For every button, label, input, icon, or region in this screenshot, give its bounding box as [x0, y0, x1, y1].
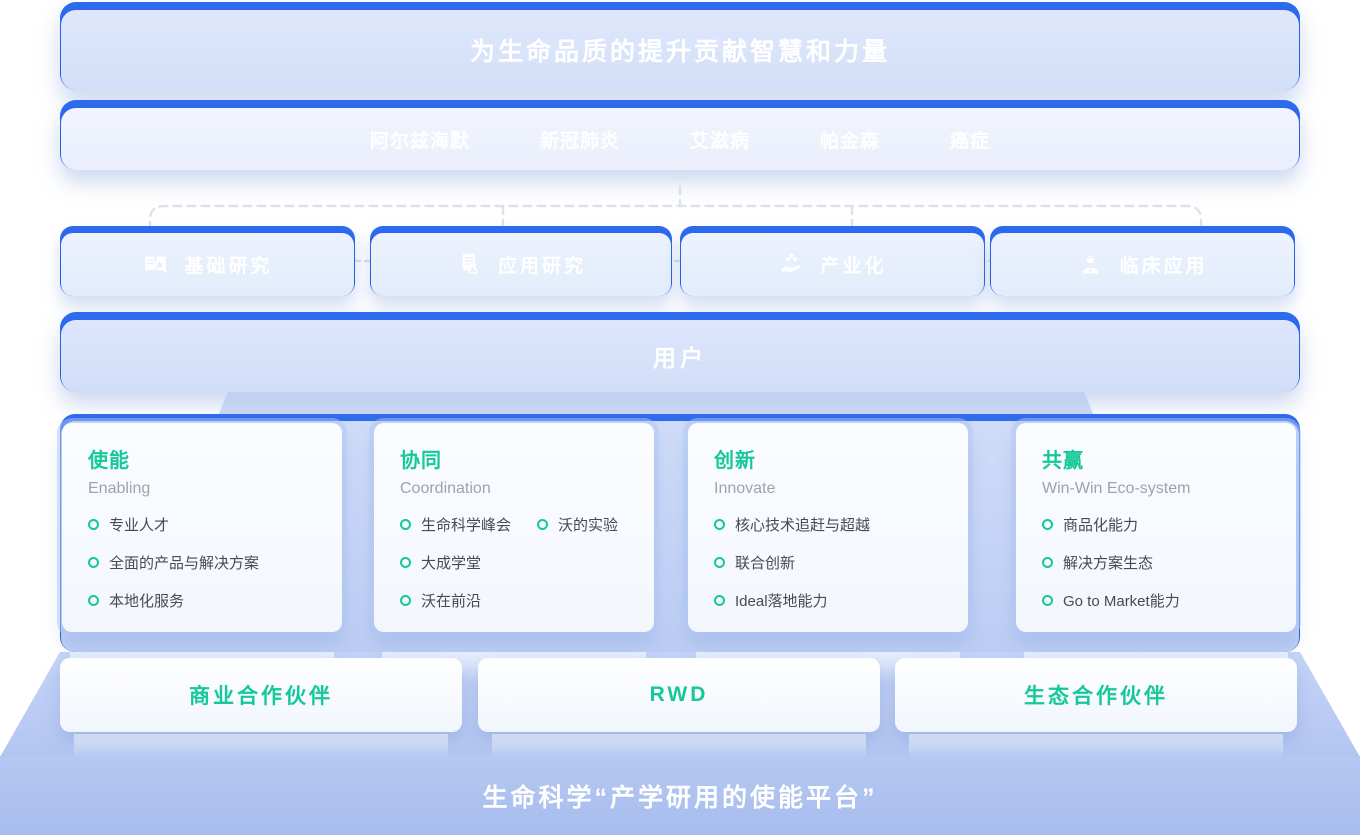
stage-box-industrialization: 产业化	[680, 226, 985, 296]
bullet-dot-icon	[714, 557, 725, 568]
bullet-item: 商品化能力	[1042, 514, 1138, 535]
card-title: 共赢	[1042, 450, 1084, 472]
card-win-win: 共赢 Win-Win Eco-system 商品化能力 解决方案生态 Go to…	[1016, 423, 1296, 632]
platform-neck	[218, 392, 1094, 416]
users-banner: 用户	[60, 312, 1300, 392]
bullet-item: 本地化服务	[88, 590, 184, 611]
card-coordination: 协同 Coordination 生命科学峰会 沃的实验 大成学堂 沃在前沿	[374, 423, 654, 632]
bullet-dot-icon	[714, 519, 725, 530]
disease-label-alzheimer: 阿尔兹海默	[369, 130, 470, 152]
stage-label: 临床应用	[1119, 256, 1208, 277]
card-innovate: 创新 Innovate 核心技术追赶与超越 联合创新 Ideal落地能力	[688, 423, 968, 632]
stage-label: 产业化	[820, 256, 887, 277]
stage-box-applied-research: 应用研究	[370, 226, 672, 296]
stage-box-clinical-application: 临床应用	[990, 226, 1295, 296]
card-title: 创新	[714, 450, 756, 472]
bullet-dot-icon	[714, 595, 725, 606]
bullet-dot-icon	[1042, 595, 1053, 606]
card-title: 协同	[400, 450, 442, 472]
book-search-icon	[145, 256, 167, 273]
mission-title: 为生命品质的提升贡献智慧和力量	[469, 38, 890, 66]
platform-base-title: 生命科学“产学研用的使能平台”	[482, 783, 878, 812]
hand-offering-icon	[781, 253, 801, 273]
bullet-dot-icon	[537, 519, 549, 530]
platform-base-banner: 生命科学“产学研用的使能平台”	[0, 756, 1360, 835]
disease-label-cancer: 癌症	[950, 130, 991, 152]
bullet-item: 生命科学峰会	[400, 514, 511, 535]
mission-banner: 为生命品质的提升贡献智慧和力量	[60, 2, 1300, 90]
bullet-item: Ideal落地能力	[714, 590, 828, 611]
partner-reflection	[74, 734, 448, 758]
partner-box-ecosystem: 生态合作伙伴	[895, 658, 1297, 732]
partner-label: 生态合作伙伴	[1024, 685, 1168, 708]
bullet-item: 沃的实验	[537, 514, 618, 535]
partner-box-rwd: RWD	[478, 658, 880, 732]
card-enabling: 使能 Enabling 专业人才 全面的产品与解决方案 本地化服务	[62, 423, 342, 632]
partner-box-business: 商业合作伙伴	[60, 658, 462, 732]
doctor-icon	[1083, 255, 1099, 274]
partner-reflection	[909, 734, 1283, 758]
bullet-item: 大成学堂	[400, 552, 481, 573]
bullet-dot-icon	[1042, 519, 1053, 530]
bullet-item: 沃在前沿	[400, 590, 481, 611]
bullet-item: 解决方案生态	[1042, 552, 1153, 573]
card-subtitle: Innovate	[714, 480, 776, 497]
bullet-dot-icon	[400, 519, 411, 530]
bullet-item: 全面的产品与解决方案	[88, 552, 259, 573]
bullet-item: Go to Market能力	[1042, 590, 1180, 611]
stage-label: 基础研究	[184, 256, 273, 277]
document-flask-icon	[462, 253, 478, 274]
disease-label-parkinson: 帕金森	[820, 130, 881, 152]
bullet-item: 联合创新	[714, 552, 795, 573]
bullet-item: 专业人才	[88, 514, 169, 535]
bullet-dot-icon	[88, 519, 99, 530]
bullet-dot-icon	[400, 557, 411, 568]
partner-label: RWD	[649, 683, 709, 706]
bullet-dot-icon	[88, 557, 99, 568]
partner-reflection	[492, 734, 866, 758]
bullet-dot-icon	[88, 595, 99, 606]
bullet-dot-icon	[400, 595, 411, 606]
disease-label-aids: 艾滋病	[689, 130, 750, 152]
card-subtitle: Enabling	[88, 480, 151, 497]
card-title: 使能	[88, 450, 130, 472]
users-title: 用户	[653, 345, 707, 371]
partner-label: 商业合作伙伴	[189, 685, 333, 708]
stage-label: 应用研究	[497, 256, 586, 277]
disease-label-covid: 新冠肺炎	[539, 130, 620, 152]
stage-box-basic-research: 基础研究	[60, 226, 355, 296]
card-subtitle: Coordination	[400, 480, 491, 497]
card-subtitle: Win-Win Eco-system	[1042, 480, 1191, 497]
bullet-dot-icon	[1042, 557, 1053, 568]
bullet-item: 核心技术追赶与超越	[714, 514, 870, 535]
diseases-banner: 阿尔兹海默 新冠肺炎 艾滋病 帕金森 癌症	[60, 100, 1300, 170]
